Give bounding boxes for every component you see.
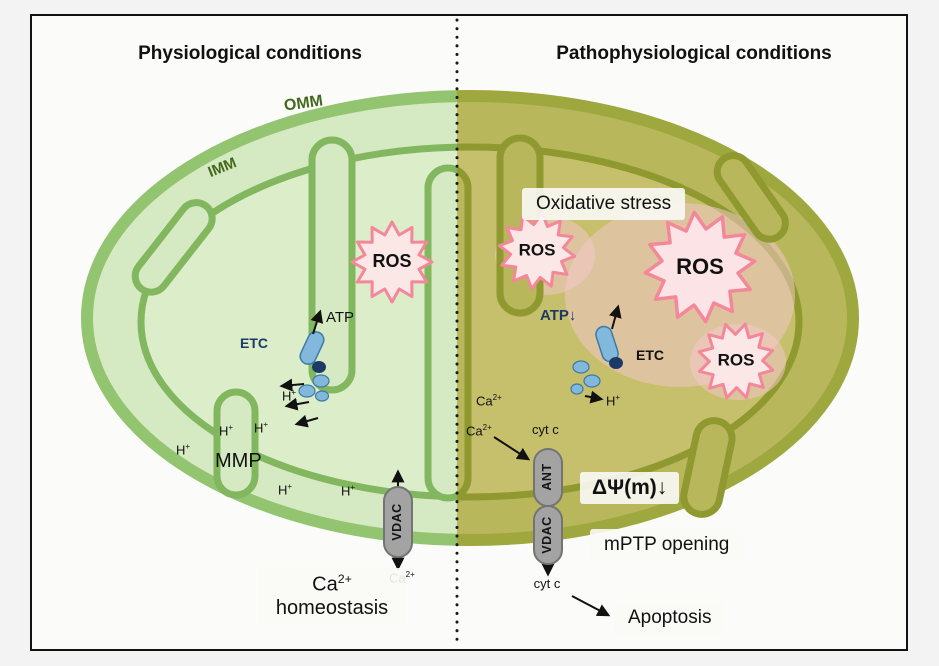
- etc-complex-left: [298, 331, 330, 402]
- cristae-left: [131, 136, 457, 502]
- h-plus-label: H+: [176, 442, 191, 458]
- vdac-channel-right: [533, 505, 563, 565]
- delta-psi-label: ΔΨ(m)↓: [580, 472, 680, 505]
- mmp-label: MMP: [215, 450, 262, 472]
- left-panel-title: Physiological conditions: [138, 43, 362, 64]
- ros-burst-right-large: [643, 210, 757, 324]
- vdac-channel-left-label: VDAC: [390, 503, 405, 541]
- h-plus-label: H+: [254, 420, 269, 436]
- vdac-channel-right-label: VDAC: [540, 516, 555, 554]
- ros-burst-right-small-2: [697, 322, 775, 400]
- h-plus-label: H+: [278, 482, 293, 498]
- calcium-label: Ca2+: [476, 393, 502, 409]
- right-panel-title: Pathophysiological conditions: [556, 43, 832, 64]
- h-plus-label: H+: [282, 388, 297, 404]
- mitochondrion-left-half: [81, 90, 457, 546]
- ant-channel-label: ANT: [540, 463, 555, 491]
- ros-burst-left: [350, 220, 434, 304]
- cytc-label-bottom: cyt c: [533, 576, 561, 591]
- etc-complex-right: [570, 325, 623, 395]
- apoptosis-label: Apoptosis: [614, 602, 726, 634]
- h-plus-label: H+: [341, 483, 356, 499]
- calcium-label: Ca2+: [466, 423, 492, 439]
- cytc-label-top: cyt c: [532, 422, 559, 437]
- ros-label: ROS: [717, 350, 755, 370]
- apoptosis-arrow: [571, 595, 611, 617]
- ros-label: ROS: [518, 240, 556, 260]
- vdac-channel-left: [383, 486, 413, 558]
- h-plus-label: H+: [606, 393, 621, 409]
- ros-burst-right-small-1: [497, 211, 577, 291]
- ros-label: ROS: [372, 251, 412, 272]
- calcium-into-ant-arrow: [493, 436, 531, 461]
- atp-down-label-right: ATP↓: [540, 307, 577, 324]
- etc-label-left: ETC: [240, 335, 268, 351]
- mptp-opening-label: mPTP opening: [590, 529, 744, 561]
- cristae-right: [457, 134, 789, 518]
- calcium-homeostasis-line2: homeostasis: [275, 596, 389, 619]
- calcium-homeostasis-line1: Ca2+: [312, 572, 352, 596]
- ros-label: ROS: [676, 253, 724, 279]
- atp-label-left: ATP: [326, 309, 355, 326]
- h-plus-label: H+: [219, 423, 234, 439]
- calcium-homeostasis-label: Ca2+ homeostasis: [258, 568, 406, 624]
- oxidative-stress-label: Oxidative stress: [522, 188, 686, 220]
- etc-label-right: ETC: [636, 347, 664, 363]
